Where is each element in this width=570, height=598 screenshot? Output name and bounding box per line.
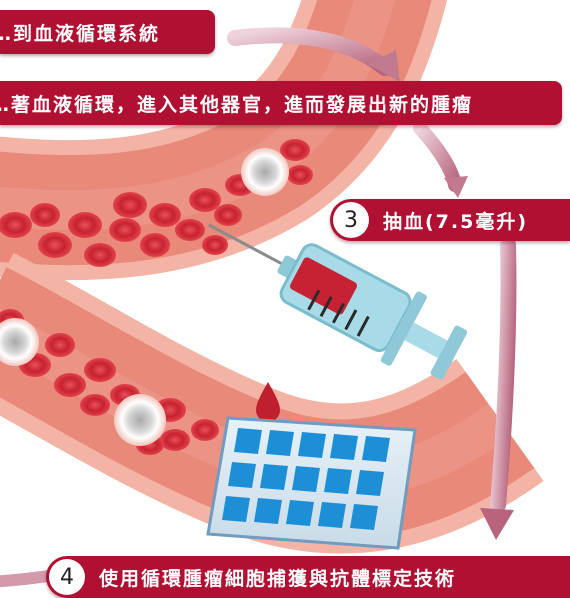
banner-text: …到血液循環系統 xyxy=(0,22,161,45)
ctc-chip-icon xyxy=(206,416,417,550)
blood-drop-icon xyxy=(256,382,280,422)
white-blood-cell xyxy=(241,148,289,196)
step-number-badge: 3 xyxy=(333,202,369,238)
circulating-tumor-cell xyxy=(0,318,39,366)
step-label: 使用循環腫瘤細胞捕獲與抗體標定技術 xyxy=(99,567,457,590)
banner-text: …著血液循環，進入其他器官，進而發展出新的腫瘤 xyxy=(0,93,474,116)
flow-arrow-bottom-left xyxy=(0,570,54,588)
step-label: 抽血(7.5毫升) xyxy=(383,210,529,233)
flow-arrow-top xyxy=(227,27,400,82)
flow-arrow-to-step3 xyxy=(413,121,468,198)
red-blood-cells-upper xyxy=(0,139,313,267)
step-4-ctc-capture: 4 使用循環腫瘤細胞捕獲與抗體標定技術 xyxy=(46,556,570,598)
step-number-badge: 4 xyxy=(49,559,85,595)
banner-metastasis: …著血液循環，進入其他器官，進而發展出新的腫瘤 xyxy=(0,81,562,125)
flow-arrow-to-step4 xyxy=(480,237,517,540)
banner-enter-bloodstream: …到血液循環系統 xyxy=(0,10,215,54)
white-blood-cell-lower xyxy=(114,394,166,446)
step-3-blood-draw: 3 抽血(7.5毫升) xyxy=(330,199,570,241)
syringe-icon xyxy=(208,223,468,380)
